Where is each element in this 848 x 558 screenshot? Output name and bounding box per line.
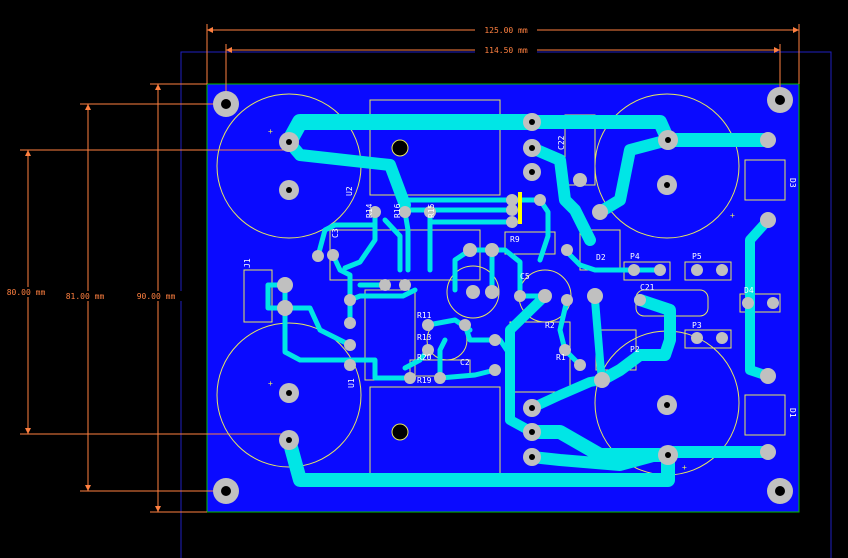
dim-top-inner: 114.50 mm	[484, 46, 528, 55]
pad-holes	[286, 119, 671, 460]
label-c3: C3	[331, 228, 340, 238]
polarity-mark: +	[730, 211, 735, 220]
dimension-arrows	[25, 27, 799, 512]
polarity-mark: +	[268, 379, 273, 388]
label-r19: R19	[417, 376, 432, 385]
jumper-highlight	[518, 192, 522, 224]
label-d4: D4	[744, 286, 754, 295]
label-u1: U1	[347, 378, 356, 388]
label-p3: P3	[692, 321, 702, 330]
mounting-holes[interactable]	[213, 87, 793, 504]
heatsink-holes	[391, 139, 409, 441]
dim-top-outer: 125.00 mm	[484, 26, 528, 35]
label-r13: R13	[417, 333, 432, 342]
label-j1: J1	[243, 258, 252, 268]
label-u2: U2	[345, 186, 354, 196]
label-d1: D1	[788, 408, 797, 418]
label-r15: R15	[427, 203, 436, 218]
label-d3: D3	[788, 178, 797, 188]
label-r1: R1	[556, 353, 566, 362]
label-p4: P4	[630, 252, 640, 261]
dim-left-outer: 80.00 mm	[7, 288, 46, 297]
label-d2: D2	[596, 253, 606, 262]
polarity-mark: +	[682, 463, 687, 472]
label-p5: P5	[692, 252, 702, 261]
label-c5: C5	[520, 272, 530, 281]
label-r9: R9	[510, 235, 520, 244]
label-r2: R2	[545, 321, 555, 330]
label-r11: R11	[417, 311, 432, 320]
label-c21: C21	[640, 283, 655, 292]
label-c22: C22	[557, 135, 566, 150]
dim-left-inner: 90.00 mm	[137, 292, 176, 301]
board-edge-outline	[206, 83, 800, 513]
polarity-mark: +	[268, 127, 273, 136]
dim-left-mid: 81.00 mm	[66, 292, 105, 301]
label-r20: R20	[417, 353, 432, 362]
label-p2: P2	[630, 345, 640, 354]
label-r14: R14	[365, 203, 374, 218]
label-c2: C2	[460, 358, 470, 367]
label-r16: R16	[393, 203, 402, 218]
